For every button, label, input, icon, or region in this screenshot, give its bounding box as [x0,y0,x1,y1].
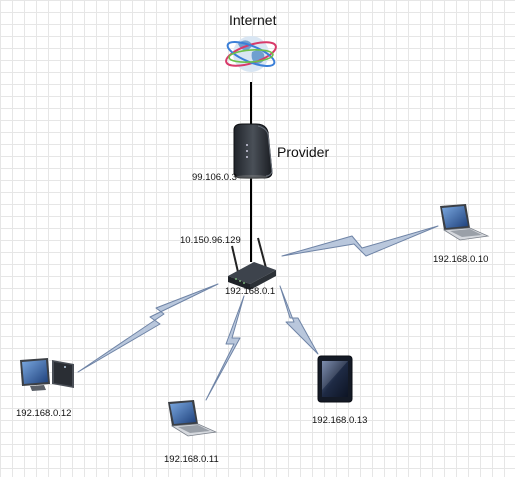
wireless-link-desktop [77,283,219,373]
wireless-link-laptop-bottom [205,295,245,401]
laptop-right-ip-label: 192.168.0.10 [433,254,489,265]
internet-label: Internet [229,12,277,28]
wireless-link-tablet [279,285,319,355]
tablet-icon [317,355,353,403]
laptop-icon [168,400,218,437]
wireless-link-laptop-right [281,225,439,257]
desktop-ip-label: 192.168.0.12 [16,408,72,419]
laptop-icon [440,204,490,241]
provider-label: Provider [277,144,330,160]
laptop-bottom-ip-label: 192.168.0.11 [164,454,219,465]
router-lan-ip-label: 192.168.0.1 [225,286,276,297]
router-icon [228,237,276,290]
router-wan-ip-label: 10.150.96.129 [180,235,241,246]
globe-icon [225,36,277,72]
provider-ip-label: 99.106.0.3 [192,172,237,183]
tablet-ip-label: 192.168.0.13 [312,415,368,426]
desktop-icon [20,358,74,391]
modem-icon [233,123,273,179]
